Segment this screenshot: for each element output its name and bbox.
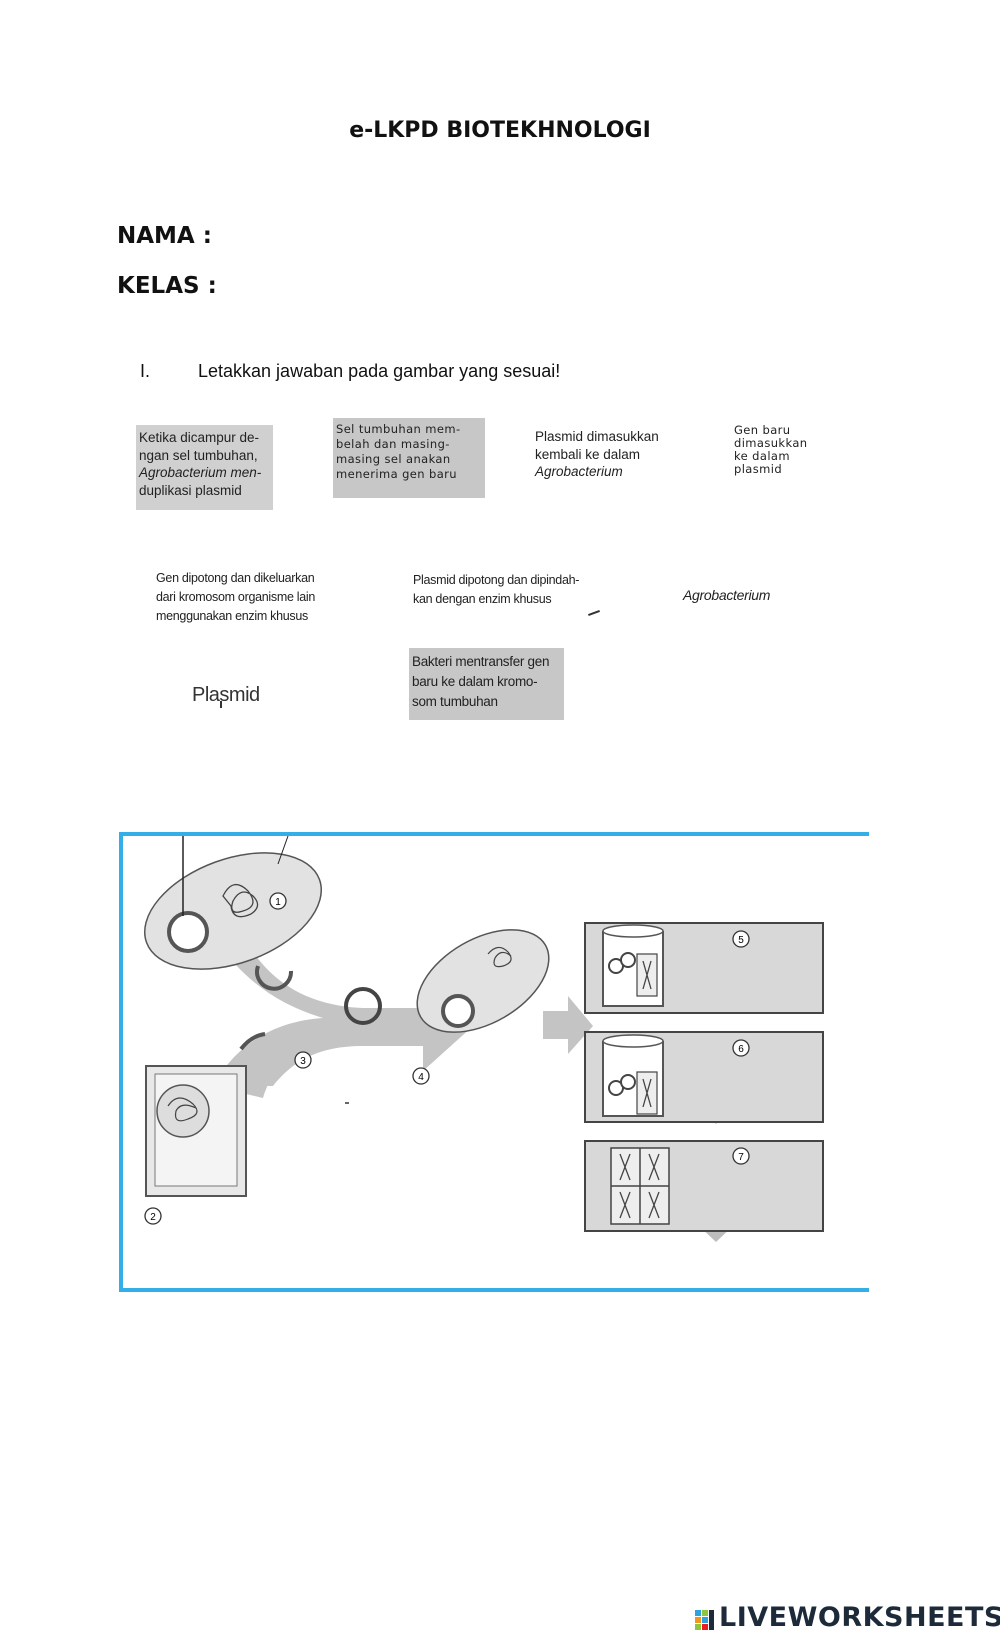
answer-card-9[interactable]: Bakteri mentransfer gen baru ke dalam kr… xyxy=(409,648,564,720)
beaker-2-rim xyxy=(603,1035,663,1047)
step-number-1: 1 xyxy=(270,893,286,909)
class-label: KELAS : xyxy=(117,273,217,299)
svg-text:7: 7 xyxy=(738,1152,744,1163)
instruction-number: I. xyxy=(140,361,150,382)
tick-mark xyxy=(220,701,222,708)
svg-text:2: 2 xyxy=(150,1212,156,1223)
answer-card-5[interactable]: Gen dipotong dan dikeluarkan dari kromos… xyxy=(153,565,333,629)
svg-text:5: 5 xyxy=(738,935,744,946)
answer-card-4[interactable]: Gen baru dimasukkan ke dalam plasmid xyxy=(731,420,841,480)
liveworksheets-brand[interactable]: LIVEWORKSHEETS xyxy=(719,1602,1000,1633)
inserted-plasmid xyxy=(443,996,473,1026)
step-number-2: 2 xyxy=(145,1208,161,1224)
answer-card-3[interactable]: Plasmid dimasukkan kembali ke dalam Agro… xyxy=(532,424,682,484)
step-number-5: 5 xyxy=(733,931,749,947)
plasmid-ring xyxy=(169,913,207,951)
beaker-2-cell-b xyxy=(621,1075,635,1089)
stray-mark xyxy=(588,610,600,616)
svg-text:3: 3 xyxy=(300,1056,306,1067)
answer-card-2[interactable]: Sel tumbuhan mem- belah dan masing- masi… xyxy=(333,418,485,498)
answer-card-6[interactable]: Plasmid dipotong dan dipindah- kan denga… xyxy=(410,567,610,609)
beaker-1-cell-b xyxy=(621,953,635,967)
answer-card-1[interactable]: Ketika dicampur de- ngan sel tumbuhan, A… xyxy=(136,425,273,510)
page-title: e-LKPD BIOTEKHNOLOGI xyxy=(0,118,1000,143)
answer-card-7[interactable]: Agrobacterium xyxy=(680,583,790,609)
step-number-7: 7 xyxy=(733,1148,749,1164)
instruction-text: Letakkan jawaban pada gambar yang sesuai… xyxy=(198,361,560,382)
biotech-process-diagram: 1 2 3 4 5 6 7 xyxy=(119,832,869,1292)
step-number-6: 6 xyxy=(733,1040,749,1056)
step-number-4: 4 xyxy=(413,1068,429,1084)
beaker-1-rim xyxy=(603,925,663,937)
organism-nucleus xyxy=(157,1085,209,1137)
svg-text:1: 1 xyxy=(275,897,281,908)
svg-text:6: 6 xyxy=(738,1044,744,1055)
svg-text:4: 4 xyxy=(418,1072,424,1083)
step-number-3: 3 xyxy=(295,1052,311,1068)
answer-card-8[interactable]: Plasmid xyxy=(192,684,260,707)
liveworksheets-logo-icon xyxy=(695,1610,715,1632)
name-label: NAMA : xyxy=(117,223,212,249)
